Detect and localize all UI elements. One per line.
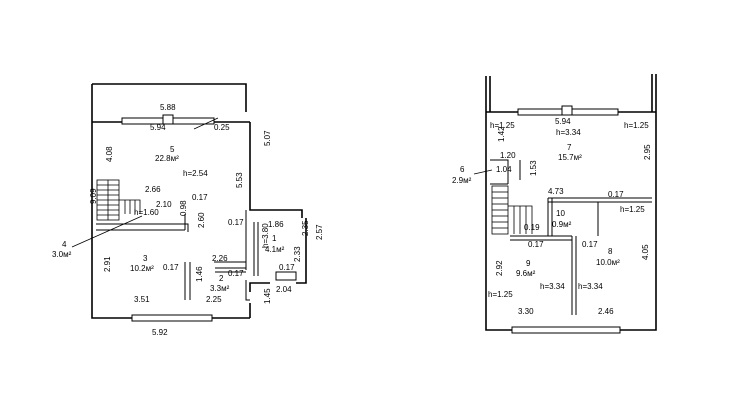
room-3-area: 10.2м² <box>130 264 154 273</box>
dim-2-91: 2.91 <box>103 256 112 272</box>
floor1-bottom-window <box>131 314 213 322</box>
dim-2-35: 2.35 <box>301 220 310 236</box>
dim-1-86: 1.86 <box>268 220 284 229</box>
room4-leader <box>71 215 143 248</box>
dim2-0-19: 0.19 <box>524 223 540 232</box>
dim-3-51: 3.51 <box>134 295 150 304</box>
dim-5-07: 5.07 <box>263 130 272 146</box>
room-5-height: h=2.54 <box>183 169 208 178</box>
dim-2-60: 2.60 <box>197 212 206 228</box>
dim-5-94: 5.94 <box>150 123 166 132</box>
dim2-4-73: 4.73 <box>548 187 564 196</box>
dim2-3-30: 3.30 <box>518 307 534 316</box>
room-7-area: 15.7м² <box>558 153 582 162</box>
room-6-number: 6 <box>460 165 465 174</box>
dim-4-08: 4.08 <box>105 146 114 162</box>
room-9-area: 9.6м² <box>516 269 536 278</box>
room-10-area: 0.9м² <box>552 220 572 229</box>
floor1-top-window-sash <box>162 114 174 125</box>
room-4-area: 3.0м² <box>52 250 72 259</box>
room-5-number: 5 <box>170 145 175 154</box>
dim-wall-0-17: 0.17 <box>228 218 244 227</box>
dim2-5-94: 5.94 <box>555 117 571 126</box>
room-2-number: 2 <box>219 274 224 283</box>
floor-1-plan: 5.88 5.94 0.25 5.07 4.08 9.09 5.53 2.66 … <box>52 83 324 337</box>
dim2-h-3-34-b: h=3.34 <box>578 282 603 291</box>
floor2-stairs <box>491 185 533 235</box>
dim2-2-95: 2.95 <box>643 144 652 160</box>
dim-2-33: 2.33 <box>293 246 302 262</box>
dim-2-26: 2.26 <box>212 254 228 263</box>
dim2-4-05: 4.05 <box>641 244 650 260</box>
room-2-area: 3.3м² <box>210 284 230 293</box>
dim2-1-42: 1.42 <box>497 126 506 142</box>
room-8-number: 8 <box>608 247 613 256</box>
room-3-number: 3 <box>143 254 148 263</box>
dim-2-04: 2.04 <box>276 285 292 294</box>
room-7-height: h=3.34 <box>556 128 581 137</box>
dim-r3-0-17: 0.17 <box>163 263 179 272</box>
dim2-2-92: 2.92 <box>495 260 504 276</box>
dim-2-57: 2.57 <box>315 224 324 240</box>
dim-h-3-80: h=3.80 <box>261 223 270 248</box>
dim2-2-46: 2.46 <box>598 307 614 316</box>
dim-r2-0-17: 0.17 <box>228 269 244 278</box>
room-10-number: 10 <box>556 209 565 218</box>
room-6-area: 2.9м² <box>452 176 472 185</box>
room-5-area: 22.8м² <box>155 154 179 163</box>
floor2-inner-walls <box>490 159 652 315</box>
floor1-balcony-outline <box>92 83 247 112</box>
dim2-h-1-25-mr: h=1.25 <box>620 205 645 214</box>
dim-0-25: 0.25 <box>214 123 230 132</box>
dim2-0-17-a: 0.17 <box>608 190 624 199</box>
dim2-h-1-25-bl: h=1.25 <box>488 290 513 299</box>
floor1-inner-walls <box>96 210 259 301</box>
dim2-h-1-25-tr: h=1.25 <box>624 121 649 130</box>
dim2-0-17-b: 0.17 <box>528 240 544 249</box>
dim-1-45: 1.45 <box>263 288 272 304</box>
dim-5-53: 5.53 <box>235 172 244 188</box>
floor1-outer-wall <box>91 121 307 319</box>
dim2-h-1-25-tl: h=1.25 <box>490 121 515 130</box>
dim2-1-04: 1.04 <box>496 165 512 174</box>
dim-hall-0-17: 0.17 <box>279 263 295 272</box>
dim2-h-3-34-a: h=3.34 <box>540 282 565 291</box>
floor1-stairs <box>96 179 141 221</box>
room-1-number: 1 <box>272 234 277 243</box>
floor2-bottom-window <box>511 326 621 334</box>
floor1-entry-door <box>275 271 297 281</box>
wall-025-leader <box>193 117 219 130</box>
dim-stair-0-17: 0.17 <box>192 193 208 202</box>
room-9-number: 9 <box>526 259 531 268</box>
floor-2-plan: 5.94 h=1.25 h=1.25 1.42 1.20 1.04 1.53 2… <box>452 74 657 334</box>
dim-2-25: 2.25 <box>206 295 222 304</box>
dim-0-98: 0.98 <box>179 200 188 216</box>
dim-9-09: 9.09 <box>89 188 98 204</box>
dim2-1-53: 1.53 <box>529 160 538 176</box>
room-1-area: 4.1м² <box>265 245 285 254</box>
dim-5-92: 5.92 <box>152 328 168 337</box>
dim-2-66: 2.66 <box>145 185 161 194</box>
room-7-number: 7 <box>567 143 572 152</box>
dim2-0-17-c: 0.17 <box>582 240 598 249</box>
room-8-area: 10.0м² <box>596 258 620 267</box>
room6-leader <box>473 169 493 175</box>
floor2-top-window-sash <box>561 105 573 116</box>
dim-5-88: 5.88 <box>160 103 176 112</box>
dim2-1-20: 1.20 <box>500 151 516 160</box>
dim-1-46: 1.46 <box>195 266 204 282</box>
room-4-number: 4 <box>62 240 67 249</box>
dim-2-10: 2.10 <box>156 200 172 209</box>
dim-h-1-60: h=1.60 <box>134 208 159 217</box>
